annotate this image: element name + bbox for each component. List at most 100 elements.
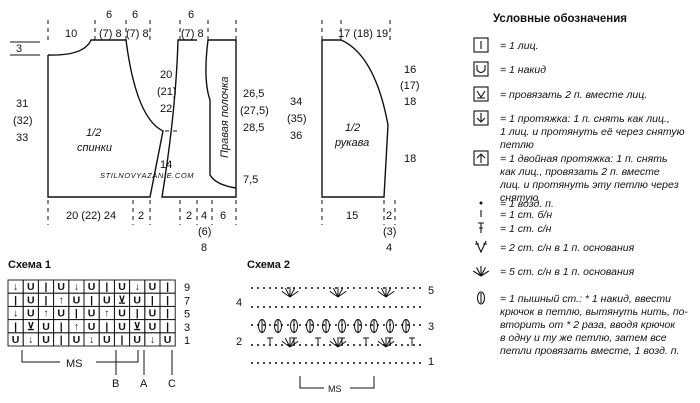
legend-symbol-fan-line	[480, 270, 490, 277]
back-piece: 3 10 6 (7) 8 6 (7) 8 31 (32) 33 20 (21) …	[10, 9, 180, 225]
scheme1-cell-symbol: |	[166, 321, 169, 333]
scheme2-dot	[257, 344, 259, 346]
scheme2-dot	[269, 362, 271, 364]
scheme2-dot	[329, 287, 331, 289]
scheme2-dot	[365, 324, 367, 326]
scheme2-dot	[275, 362, 277, 364]
scheme2-dot	[395, 324, 397, 326]
legend-texts: = 1 лиц.= 1 накид= провязать 2 п. вместе…	[499, 40, 688, 357]
scheme2-dot	[257, 362, 259, 364]
front-height-c: 28,5	[243, 122, 264, 134]
legend-symbol-fan-line	[480, 267, 486, 277]
scheme2-dot	[251, 306, 253, 308]
scheme2-dot	[341, 306, 343, 308]
legend-symbol-fan-line	[476, 267, 482, 277]
scheme2-fan-line	[377, 340, 387, 348]
back-bottom-small: 2	[138, 210, 144, 222]
scheme2-dot	[413, 344, 415, 346]
scheme2-fan-line	[337, 287, 344, 298]
scheme2-dot	[347, 324, 349, 326]
scheme1-cell-symbol: |	[105, 321, 108, 333]
front-height-b: (27,5)	[240, 105, 269, 117]
scheme2-dot	[263, 287, 265, 289]
scheme2-dot	[335, 324, 337, 326]
scheme1-cell-symbol: U	[27, 294, 35, 306]
legend-text-line: = 1 двойная протяжка: 1 п. снять	[500, 153, 668, 165]
scheme2-fan-line	[289, 287, 296, 298]
scheme1-cell-symbol: |	[14, 294, 17, 306]
scheme2-dot	[311, 362, 313, 364]
legend-text-line: как лиц., провязать 2 п. вместе	[500, 166, 660, 178]
scheme2-fan-line	[377, 290, 387, 298]
scheme1-grid: ↓U|U↓U|U↓U||U|↑U|U⊻U||↓U↑U|U↑U|U||⊻U|↑U|…	[7, 279, 176, 347]
scheme1-cell-symbol: U	[149, 308, 157, 320]
legend-symbol-v-pair	[475, 240, 487, 254]
back-shoulder1-a: 6	[106, 9, 112, 21]
scheme2-dot	[281, 344, 283, 346]
scheme2-fan-line	[332, 337, 339, 348]
scheme1-cell-symbol: ⊻	[118, 294, 126, 306]
scheme2-dot	[359, 306, 361, 308]
scheme2-dot	[395, 306, 397, 308]
scheme2-dot	[371, 362, 373, 364]
scheme2-dot	[311, 306, 313, 308]
scheme2-dot	[275, 344, 277, 346]
scheme2-dot	[347, 287, 349, 289]
legend-symbol-u	[476, 65, 486, 74]
scheme2-stitch-t	[339, 337, 345, 346]
front-shoulder-a: 6	[188, 9, 194, 21]
sleeve-label-a: 1/2	[345, 122, 360, 134]
sleeve-cap-b: (17)	[400, 80, 420, 92]
scheme2-dot	[251, 287, 253, 289]
scheme1-cell-symbol: |	[75, 308, 78, 320]
scheme2-dot	[287, 362, 289, 364]
scheme2-dot	[257, 306, 259, 308]
scheme2-dot	[323, 324, 325, 326]
scheme1-cell-symbol: ↑	[74, 321, 79, 333]
scheme2-right-row-5: 5	[428, 285, 434, 297]
scheme2-dot	[407, 324, 409, 326]
legend-symbol-up-arrow	[476, 153, 486, 163]
back-shoulder2-b: (7) 8	[126, 28, 149, 40]
scheme2-left-row-2: 2	[236, 336, 242, 348]
scheme2-dot	[293, 306, 295, 308]
scheme2-dot	[269, 306, 271, 308]
scheme2-fan-line	[281, 340, 291, 348]
legend-text-line: снятую	[500, 192, 538, 204]
scheme2-dot	[299, 287, 301, 289]
back-armhole-a: 20	[160, 69, 172, 81]
scheme2-right-row-3: 3	[428, 321, 434, 333]
legend-symbol-oval	[476, 291, 486, 305]
scheme2-dot	[341, 362, 343, 364]
scheme2-ms: MS	[328, 384, 342, 394]
scheme1-cell-symbol: U	[133, 334, 141, 346]
scheme1-cell-symbol: ⊻	[27, 321, 35, 333]
scheme1-cell-symbol: ↑	[43, 308, 48, 320]
sleeve-bottom-small-b: (3)	[383, 226, 396, 238]
scheme1-cell-symbol: ↓	[135, 281, 140, 293]
scheme2-dot	[263, 324, 265, 326]
legend-symbol-box	[473, 86, 489, 102]
scheme1-cell-symbol: U	[73, 334, 81, 346]
scheme1-cell-symbol: U	[164, 334, 172, 346]
scheme1-cell-symbol: U	[88, 308, 96, 320]
scheme2-fan-line	[380, 337, 387, 348]
legend-text-line: = 1 пышный ст.: * 1 накид, ввести	[500, 293, 671, 305]
scheme2-puff	[370, 319, 378, 333]
scheme1-cell-symbol: U	[149, 281, 157, 293]
scheme2-dot	[251, 324, 253, 326]
scheme1-cell-symbol: |	[105, 281, 108, 293]
sleeve-height-c: 36	[290, 130, 302, 142]
scheme2-dot	[305, 287, 307, 289]
scheme2-left-row-4: 4	[236, 297, 242, 309]
legend-symbol-box	[473, 37, 489, 53]
scheme1-cell-symbol: U	[118, 308, 126, 320]
scheme2-dot	[347, 344, 349, 346]
legend-text-line: = провязать 2 п. вместе лиц.	[500, 89, 647, 101]
scheme2-dot	[395, 287, 397, 289]
back-top-width: 10	[65, 28, 77, 40]
scheme1-row-number: 9	[184, 282, 190, 294]
scheme2-dot	[383, 287, 385, 289]
scheme1-cell-symbol: ↓	[89, 334, 94, 346]
scheme2-dot	[263, 362, 265, 364]
